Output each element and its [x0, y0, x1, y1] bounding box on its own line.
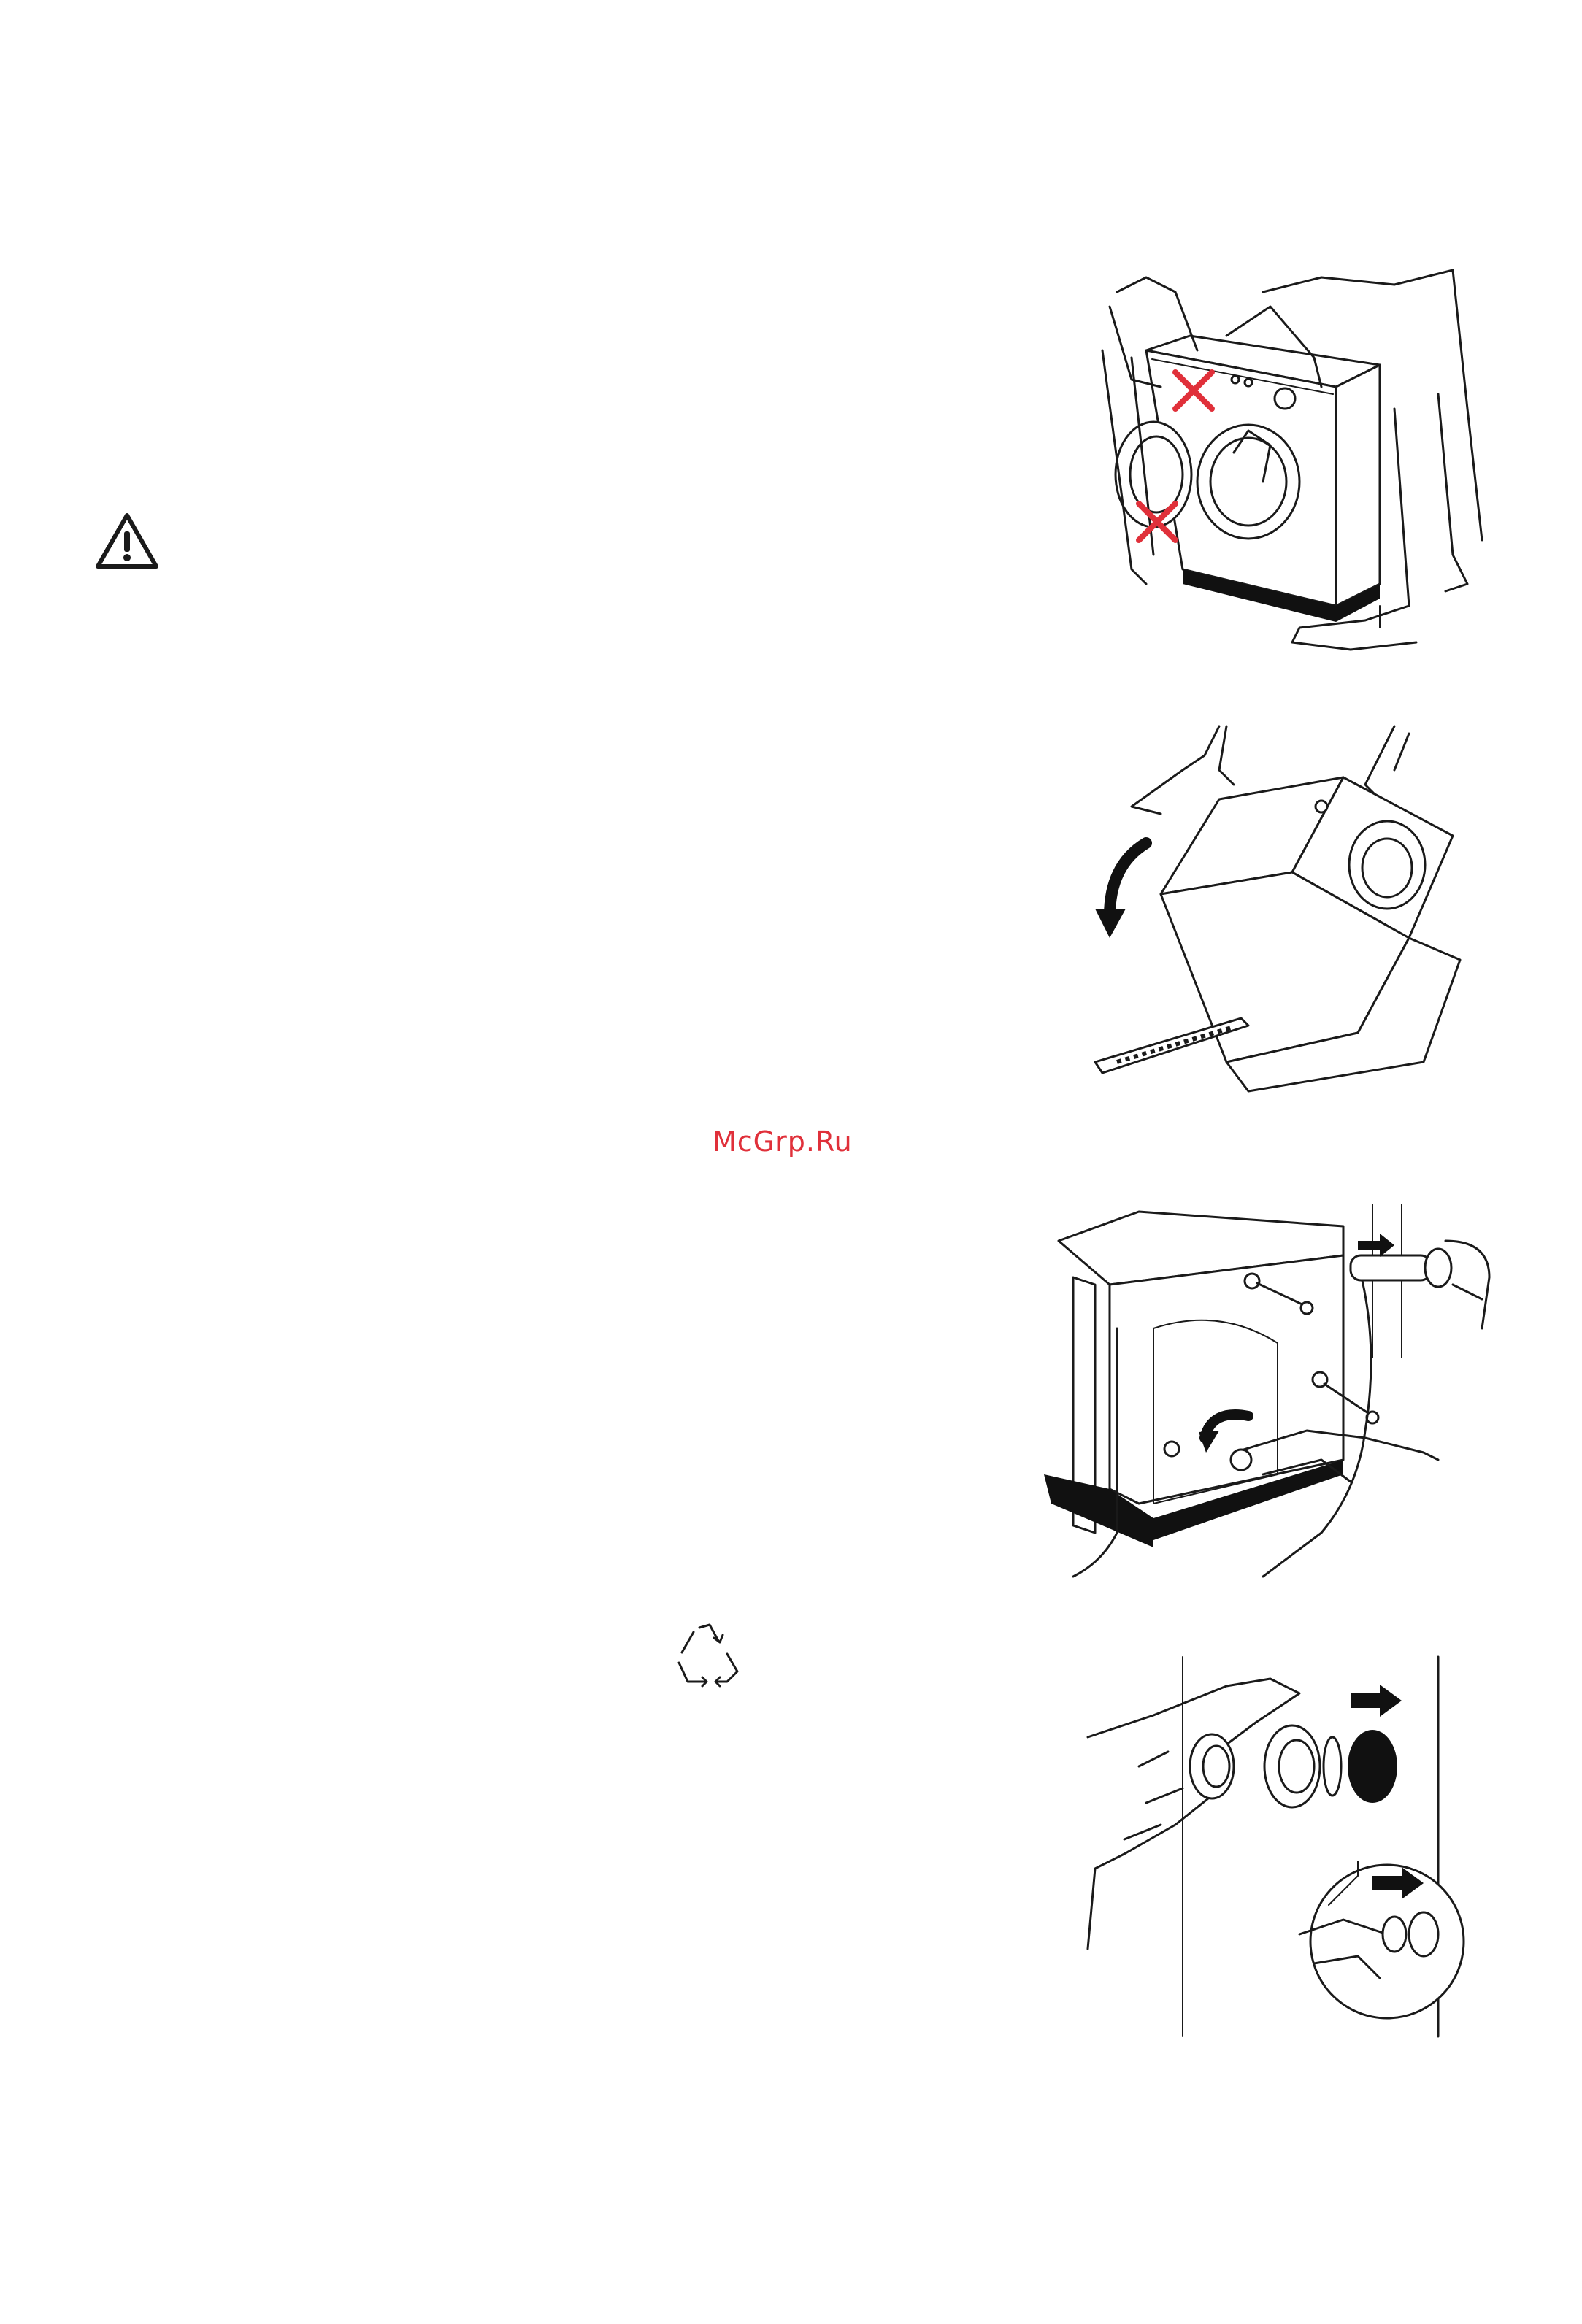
recycle-icon: [672, 1620, 745, 1689]
warning-triangle-icon: [93, 511, 161, 571]
watermark: McGrp.Ru: [713, 1126, 853, 1158]
insert-plastic-caps-illustration: [1080, 1657, 1489, 2036]
carry-washer-illustration: [1102, 263, 1489, 657]
remove-transit-bolts-illustration: [1044, 1197, 1497, 1577]
tilt-washer-illustration: [1088, 726, 1475, 1113]
